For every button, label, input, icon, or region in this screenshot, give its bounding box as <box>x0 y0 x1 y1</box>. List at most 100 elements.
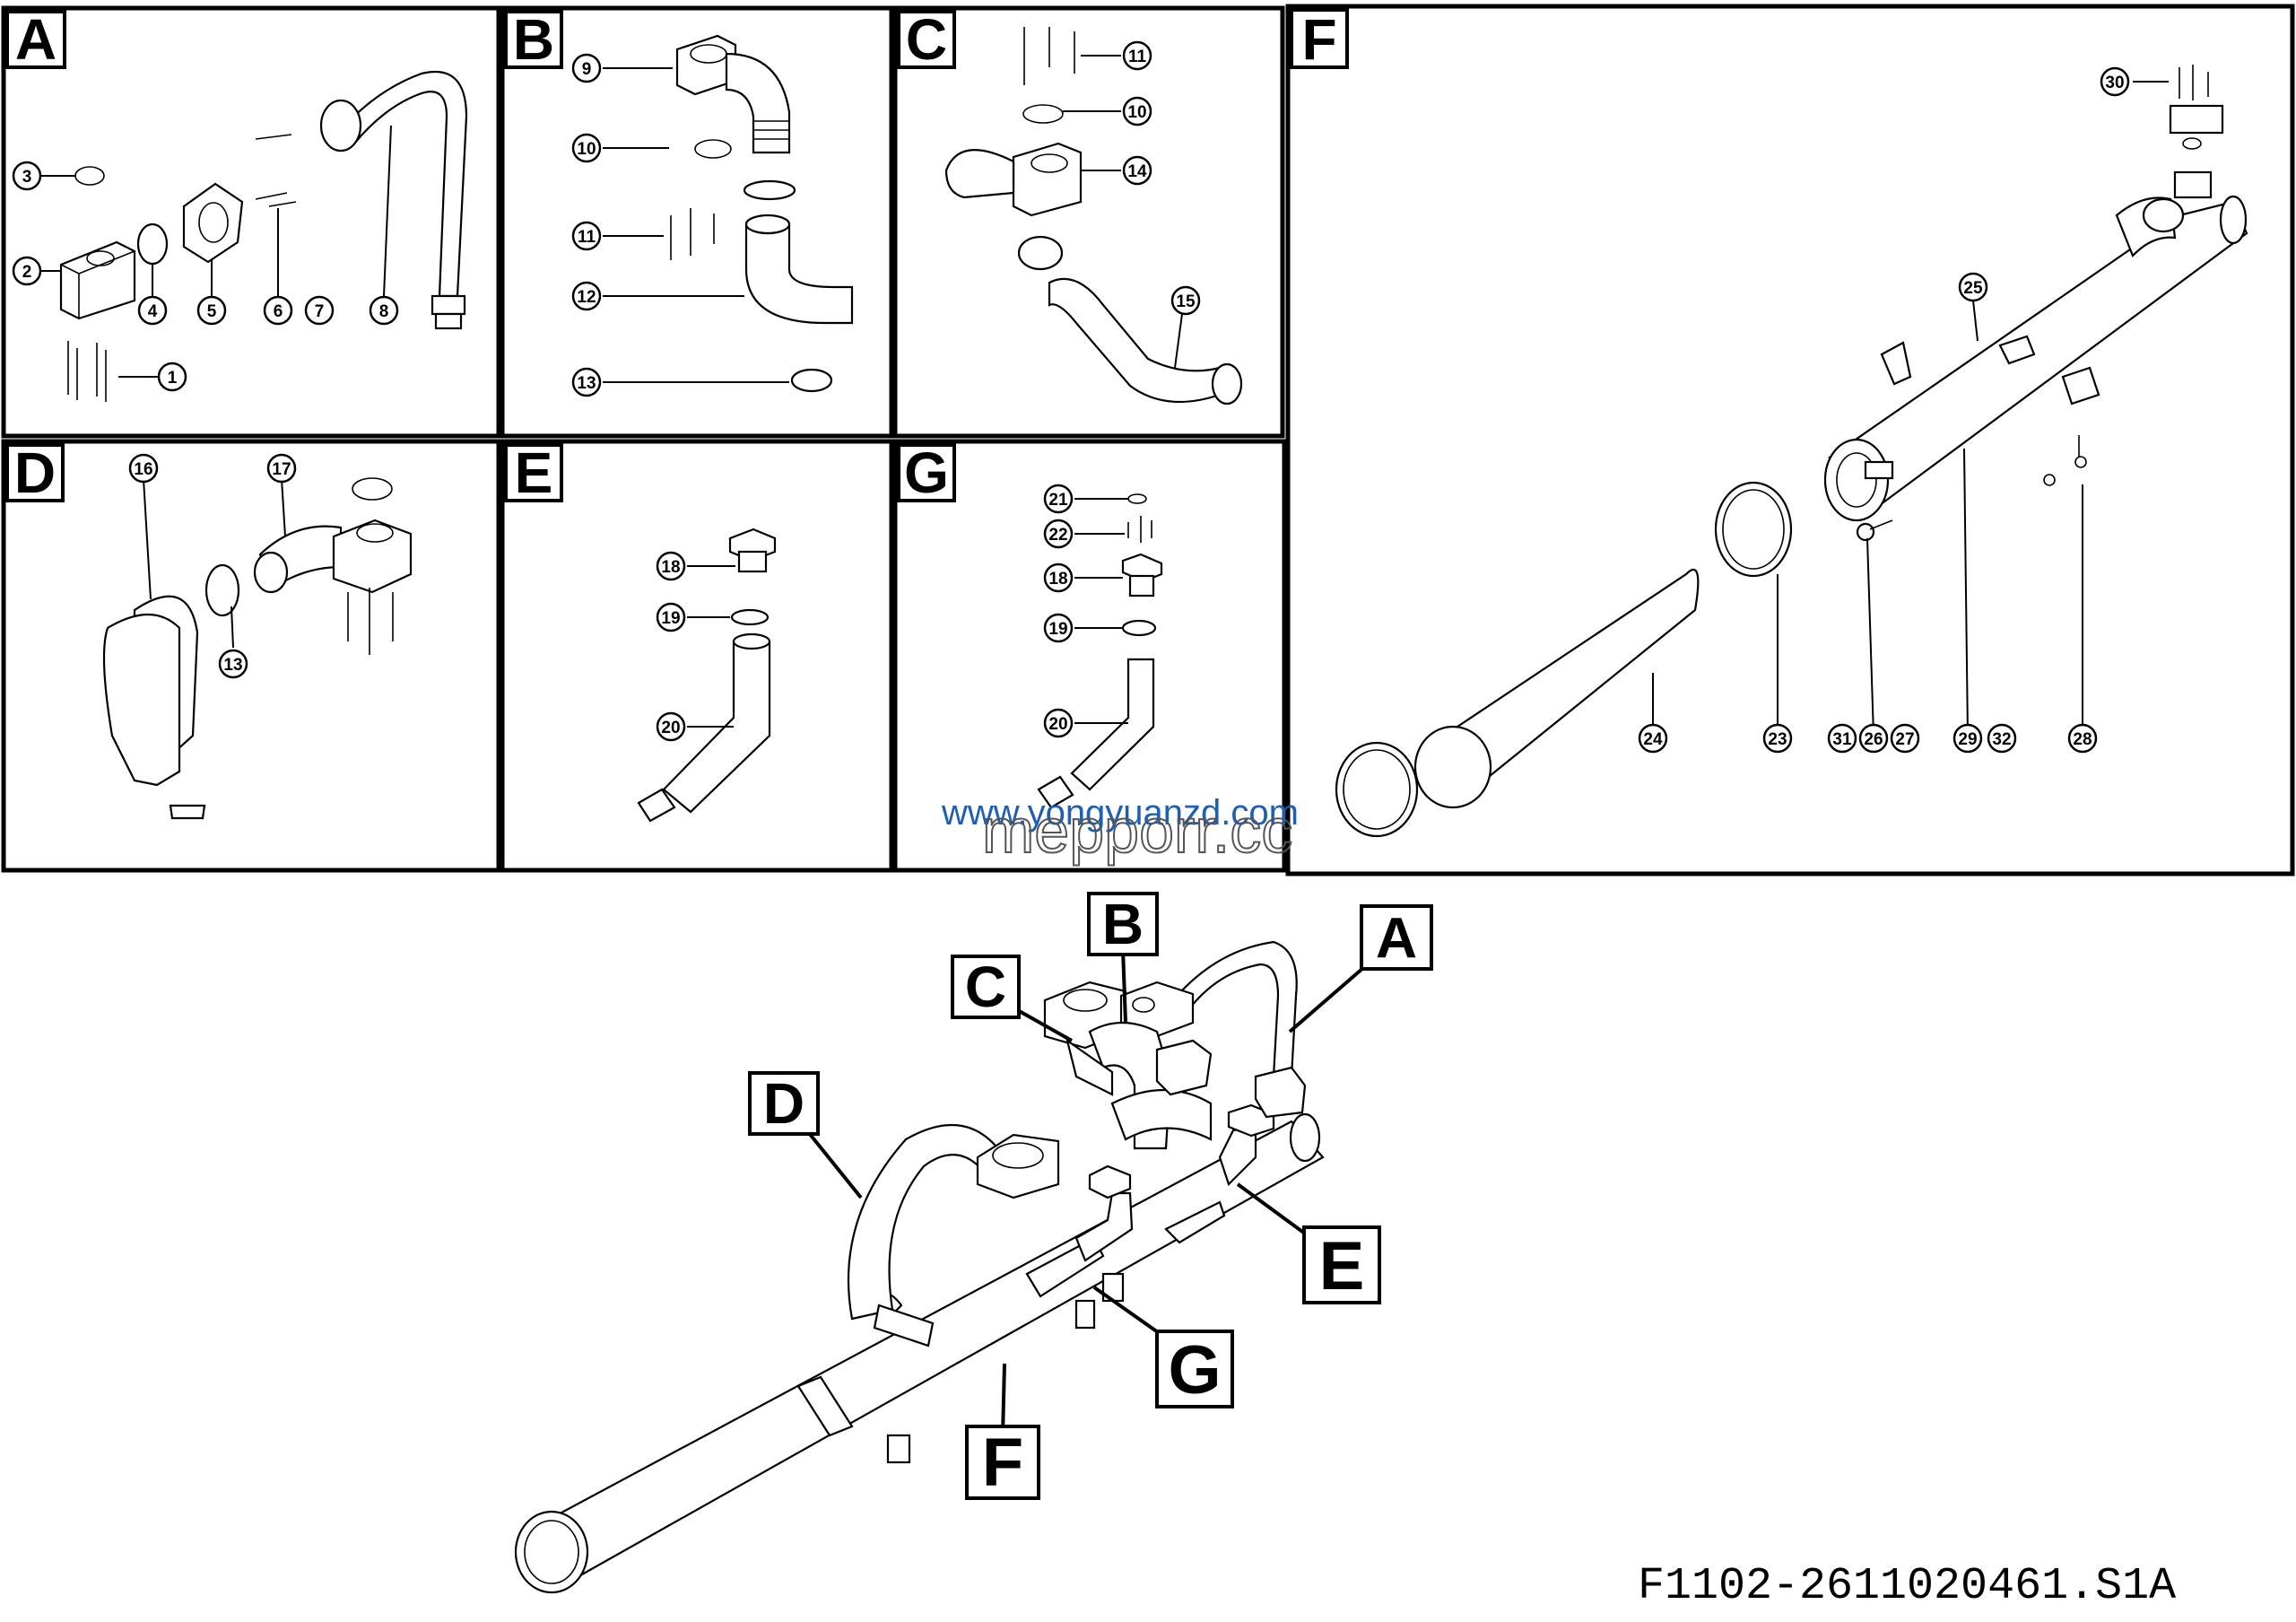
assembly-drawing <box>514 940 1325 1594</box>
callout-number: 2 <box>22 263 32 282</box>
panel-e-callouts: 18 19 20 <box>656 551 686 742</box>
callout-a-6: 7 <box>304 295 335 326</box>
callout-number: 24 <box>1643 730 1663 749</box>
panel-b-parts <box>670 34 854 393</box>
callout-number: 5 <box>207 302 217 321</box>
panel-letter-c: C <box>897 7 956 72</box>
panel-frames <box>1 4 2295 876</box>
panel-c-leaders <box>1063 55 1185 369</box>
callout-number: 26 <box>1864 730 1883 749</box>
panel-f-leaders <box>1652 81 2169 737</box>
callout-g-4: 20 <box>1043 708 1074 738</box>
callout-g-0: 21 <box>1043 484 1074 514</box>
panel-letter-d: D <box>5 440 65 505</box>
callout-number: 17 <box>272 460 291 479</box>
callout-c-2: 14 <box>1122 155 1152 186</box>
panel-f-parts <box>1335 65 2248 838</box>
callout-b-0: 9 <box>571 53 602 83</box>
callout-g-1: 22 <box>1043 519 1074 549</box>
callout-number: 22 <box>1048 526 1067 545</box>
callout-number: 20 <box>661 719 680 737</box>
callout-f-1: 25 <box>1958 272 1988 302</box>
panel-a-leaders <box>41 125 392 378</box>
callout-number: 1 <box>168 369 178 388</box>
callout-number: 12 <box>577 288 596 307</box>
callout-number: 9 <box>582 60 592 79</box>
callout-b-4: 13 <box>571 367 602 397</box>
svg-text:D: D <box>763 1071 804 1136</box>
assembly-label-d: D <box>748 1071 820 1136</box>
panel-letter-g: G <box>897 440 956 505</box>
svg-text:A: A <box>15 7 57 72</box>
assembly-label-b: B <box>1087 892 1159 956</box>
callout-f-2: 24 <box>1638 723 1668 754</box>
panel-c-parts <box>944 27 1243 406</box>
callout-c-0: 11 <box>1122 40 1152 71</box>
callout-b-3: 12 <box>571 281 602 311</box>
callout-a-4: 5 <box>196 295 227 326</box>
svg-text:G: G <box>1168 1332 1221 1408</box>
callout-c-1: 10 <box>1122 96 1152 126</box>
callout-number: 3 <box>22 168 32 187</box>
callout-number: 4 <box>148 302 158 321</box>
callout-f-8: 32 <box>1987 723 2017 754</box>
svg-text:E: E <box>515 440 553 505</box>
callout-number: 7 <box>315 302 325 321</box>
svg-text:E: E <box>1319 1228 1365 1304</box>
svg-text:B: B <box>1102 892 1144 956</box>
panel-g-parts <box>1037 493 1163 809</box>
callout-b-1: 10 <box>571 133 602 163</box>
assembly-label-e: E <box>1302 1225 1381 1304</box>
svg-text:G: G <box>904 440 949 505</box>
callout-f-3: 23 <box>1762 723 1793 754</box>
panel-b-leaders <box>603 67 789 383</box>
callout-number: 11 <box>578 228 596 247</box>
panel-c-callouts: 11 10 14 15 <box>1122 40 1201 316</box>
callout-a-0: 1 <box>157 362 187 392</box>
callout-number: 25 <box>1963 279 1983 298</box>
svg-text:C: C <box>906 7 947 72</box>
callout-e-1: 19 <box>656 602 686 632</box>
callout-d-2: 13 <box>218 649 248 679</box>
callout-f-0: 30 <box>2100 66 2130 97</box>
panel-a-parts <box>59 70 468 402</box>
svg-text:F: F <box>1301 7 1336 72</box>
callout-number: 10 <box>577 140 596 159</box>
callout-c-3: 15 <box>1170 285 1201 316</box>
callout-number: 23 <box>1768 730 1787 749</box>
callout-number: 15 <box>1176 292 1196 311</box>
panel-e-leaders <box>687 565 735 728</box>
callout-number: 27 <box>1895 730 1914 749</box>
callout-number: 18 <box>1048 570 1067 589</box>
callout-e-0: 18 <box>656 551 686 581</box>
callout-number: 14 <box>1127 162 1147 181</box>
panel-g-callouts: 21 22 18 19 20 <box>1043 484 1074 738</box>
panel-b-callouts: 9 10 11 12 13 <box>571 53 602 397</box>
callout-number: 31 <box>1832 730 1852 749</box>
document-number: F1102-2611020461.S1A <box>1638 1561 2176 1612</box>
panel-d-parts <box>102 477 413 820</box>
callout-f-5: 26 <box>1858 723 1889 754</box>
callout-a-3: 4 <box>137 295 168 326</box>
callout-number: 16 <box>134 460 152 479</box>
callout-number: 19 <box>1048 620 1067 639</box>
callout-number: 18 <box>661 558 680 577</box>
callout-e-2: 20 <box>656 711 686 742</box>
svg-text:F: F <box>982 1425 1023 1501</box>
callout-a-7: 8 <box>369 295 399 326</box>
svg-text:A: A <box>1376 905 1417 970</box>
callout-g-3: 19 <box>1043 613 1074 643</box>
callout-number: 10 <box>1127 103 1146 122</box>
callout-number: 19 <box>661 609 680 628</box>
panel-d-callouts: 16 17 13 <box>128 453 297 679</box>
assembly-label-a: A <box>1360 904 1433 971</box>
callout-number: 13 <box>223 656 242 675</box>
svg-text:D: D <box>14 440 56 505</box>
callout-d-1: 17 <box>266 453 297 484</box>
callout-d-0: 16 <box>128 453 159 484</box>
callout-number: 13 <box>577 374 596 393</box>
panel-letter-a: A <box>5 7 66 72</box>
